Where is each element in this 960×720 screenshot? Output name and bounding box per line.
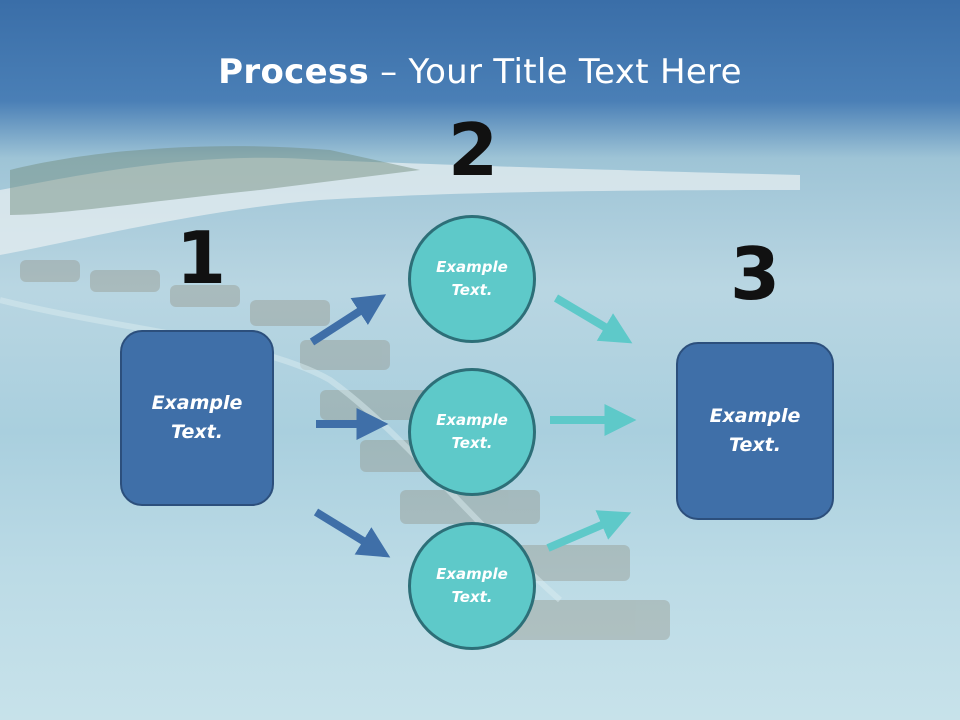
step-2-circle-top: Example Text. xyxy=(408,215,536,343)
step-2-bottom-label: Example Text. xyxy=(436,564,508,606)
step-1-box: Example Text. xyxy=(120,330,274,506)
step-2-top-label: Example Text. xyxy=(436,257,508,299)
step-2-middle-label: Example Text. xyxy=(436,410,508,452)
step-number-3: 3 xyxy=(730,232,781,316)
step-number-1: 1 xyxy=(176,216,227,300)
arrow-step1-to-bottom xyxy=(313,508,391,558)
step-2-circle-middle: Example Text. xyxy=(408,368,536,496)
step-3-label: Example Text. xyxy=(709,404,801,456)
slide-title-rest: – Your Title Text Here xyxy=(369,52,742,92)
step-2-circle-bottom: Example Text. xyxy=(408,522,536,650)
slide-title-bold: Process xyxy=(218,52,370,92)
slide-title: Process – Your Title Text Here xyxy=(0,52,960,92)
step-3-box: Example Text. xyxy=(676,342,834,520)
arrow-step1-to-top xyxy=(309,294,387,346)
step-1-label: Example Text. xyxy=(151,391,243,443)
arrow-bottom-to-step3 xyxy=(546,510,632,552)
step-number-2: 2 xyxy=(448,108,499,192)
arrow-top-to-step3 xyxy=(553,294,633,344)
